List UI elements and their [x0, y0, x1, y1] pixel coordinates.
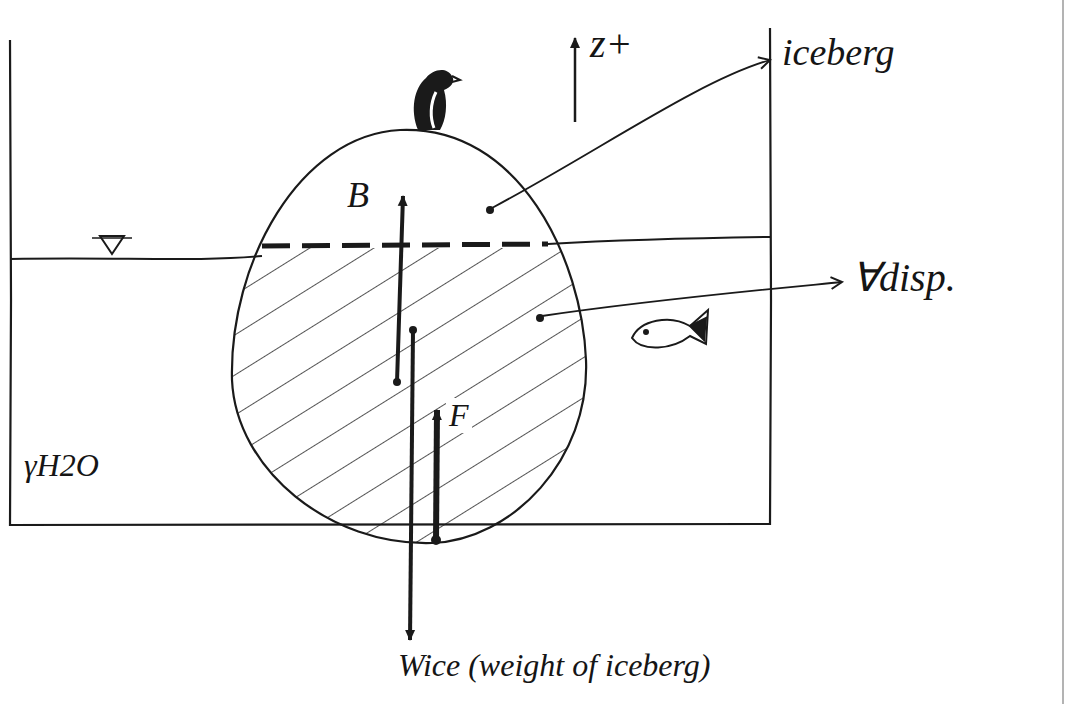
force-label: B — [344, 176, 372, 216]
fish — [632, 310, 708, 348]
force-label: F — [446, 398, 472, 433]
volume-label: ∀disp. — [852, 256, 956, 300]
part-name: iceberg — [782, 32, 895, 74]
axis-label: z+ — [590, 22, 633, 66]
fluid-label: γH2O — [24, 448, 99, 483]
penguin — [414, 70, 460, 130]
force-label: Wice (weight of iceberg) — [398, 648, 710, 683]
